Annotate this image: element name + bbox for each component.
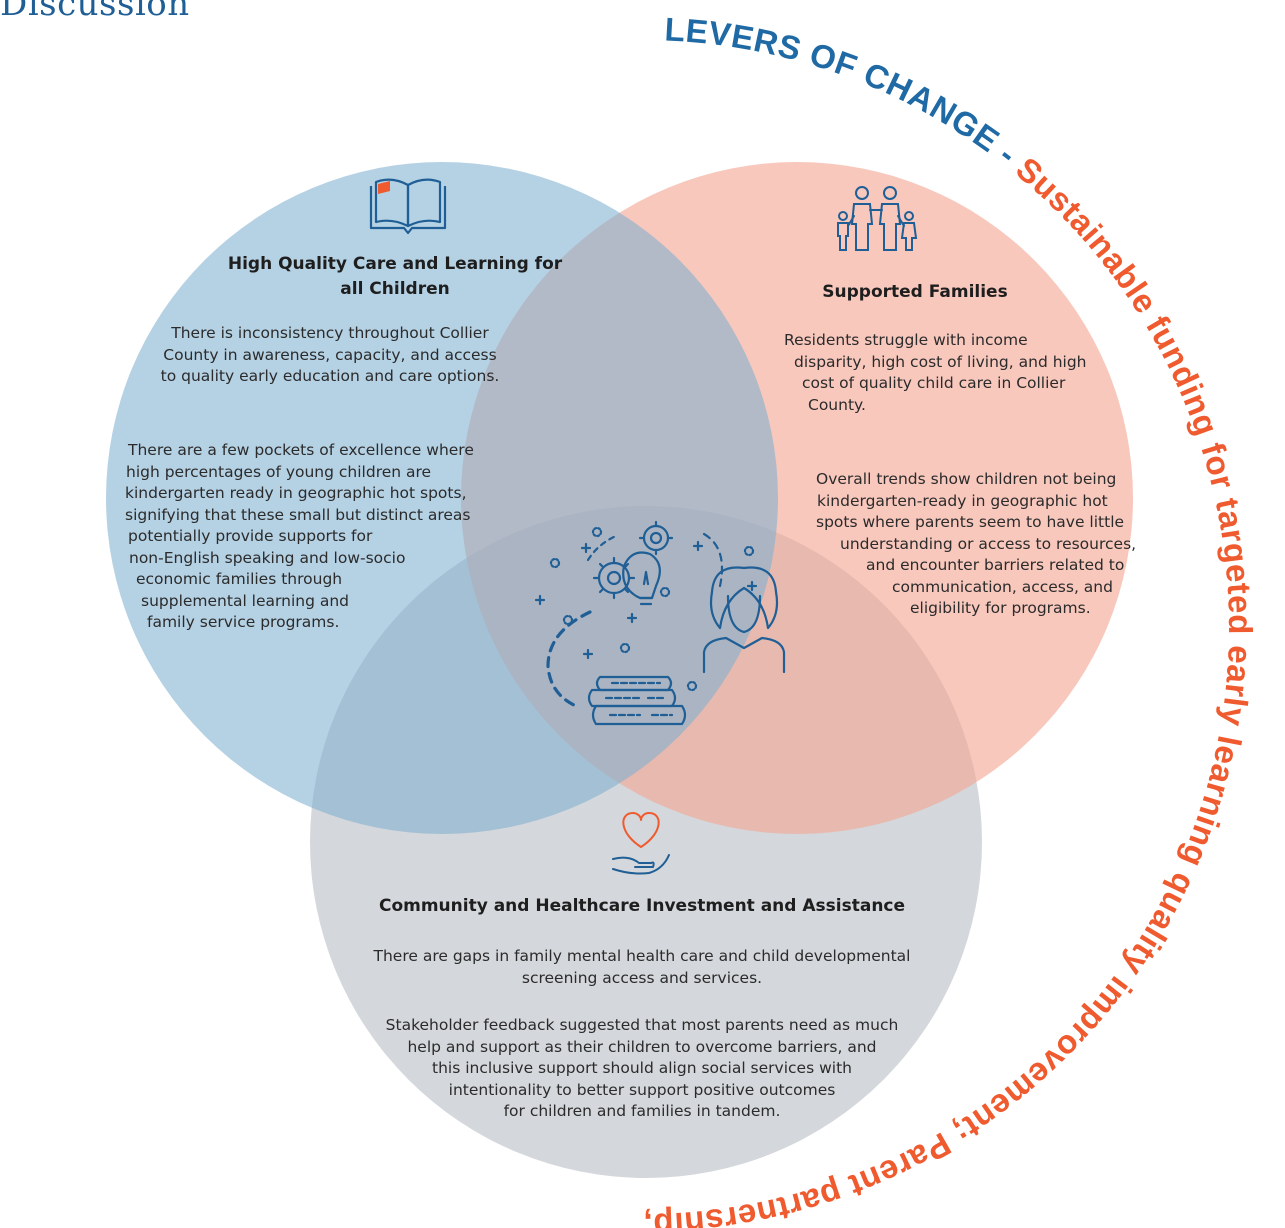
page-title: Discussion: [0, 0, 190, 24]
child-learning-icon: [534, 520, 786, 726]
pink-paragraph-1: Residents struggle with income disparity…: [784, 331, 1087, 414]
family-icon: [837, 186, 918, 251]
blue-paragraph-2: There are a few pockets of excellence wh…: [125, 441, 474, 631]
pink-paragraph-2: Overall trends show children not being k…: [816, 470, 1137, 617]
circle-high-quality-care: [106, 162, 778, 834]
gray-paragraph-2: Stakeholder feedback suggested that most…: [385, 1016, 899, 1120]
heading-supported-families: Supported Families: [822, 282, 1008, 302]
open-book-icon: [369, 178, 447, 235]
blue-paragraph-1: There is inconsistency throughout Collie…: [160, 324, 500, 385]
heading-high-quality-care: High Quality Care and Learning for all C…: [227, 254, 563, 299]
gray-paragraph-1: There are gaps in family mental health c…: [373, 947, 911, 987]
heading-community-healthcare: Community and Healthcare Investment and …: [378, 896, 906, 916]
heart-hand-icon: [612, 812, 670, 875]
